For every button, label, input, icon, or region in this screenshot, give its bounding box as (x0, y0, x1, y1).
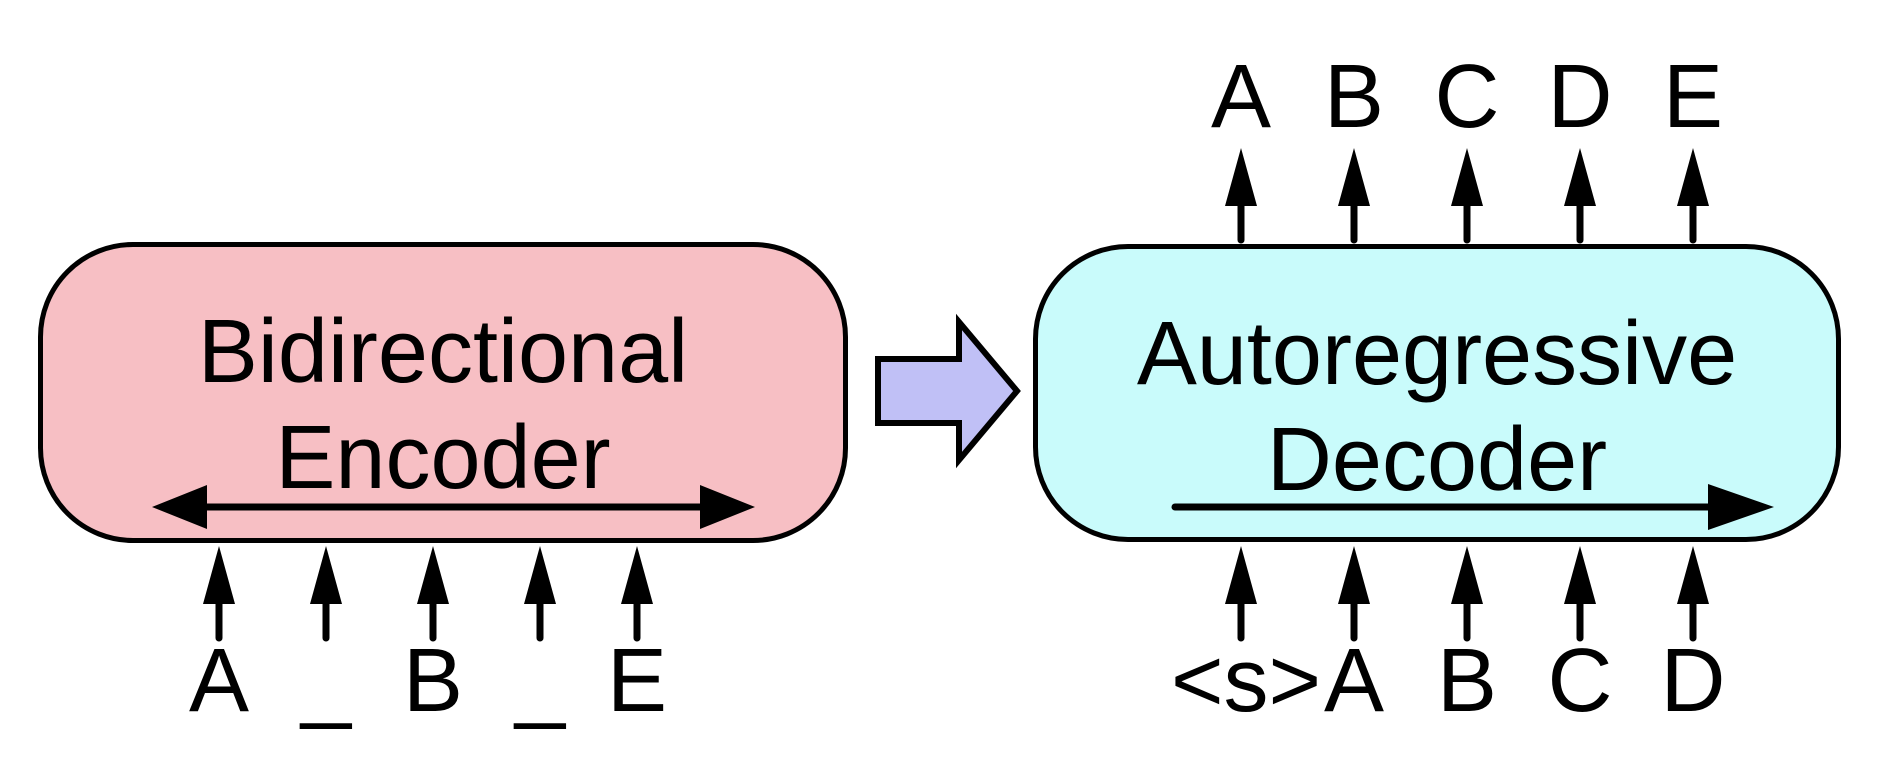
decoder-input-token: D (1660, 631, 1726, 731)
decoder-output-arrow-icon (1447, 148, 1487, 243)
encoder-input-token: B (402, 631, 464, 731)
decoder-input-token: B (1436, 631, 1498, 731)
encoder-input-token: E (606, 631, 668, 731)
encoder-input-token: _ (514, 631, 566, 731)
block-arrow-icon (875, 313, 1021, 469)
encoder-input-arrow-icon (520, 546, 560, 641)
decoder-output-arrow-icon (1221, 148, 1261, 243)
encoder-title: Bidirectional Encoder (43, 299, 843, 511)
decoder-output-arrow-icon (1334, 148, 1374, 243)
forward-arrow-icon (1171, 484, 1774, 530)
decoder-title-line2: Decoder (1266, 410, 1608, 510)
decoder-output-token: D (1547, 47, 1613, 147)
decoder-output-token: E (1662, 47, 1724, 147)
decoder-input-arrow-icon (1334, 546, 1374, 641)
decoder-input-arrow-icon (1673, 546, 1713, 641)
decoder-output-arrow-icon (1560, 148, 1600, 243)
decoder-input-arrow-icon (1447, 546, 1487, 641)
decoder-title: Autoregressive Decoder (1038, 301, 1836, 513)
decoder-input-token: A (1323, 631, 1385, 731)
decoder-box: Autoregressive Decoder (1033, 244, 1841, 542)
decoder-output-token: C (1434, 47, 1500, 147)
decoder-input-arrow-icon (1221, 546, 1261, 641)
encoder-input-token: _ (300, 631, 352, 731)
decoder-output-token: B (1323, 47, 1385, 147)
decoder-output-token: A (1210, 47, 1272, 147)
bidirectional-arrow-icon (152, 485, 755, 529)
decoder-input-token: C (1547, 631, 1613, 731)
encoder-input-arrow-icon (617, 546, 657, 641)
decoder-title-line1: Autoregressive (1136, 304, 1738, 404)
encoder-box: Bidirectional Encoder (38, 242, 848, 543)
encoder-input-arrow-icon (306, 546, 346, 641)
encoder-title-line1: Bidirectional (197, 302, 689, 402)
decoder-input-token: <s> (1171, 631, 1322, 731)
encoder-title-line2: Encoder (275, 408, 611, 508)
decoder-input-arrow-icon (1560, 546, 1600, 641)
encoder-input-token: A (188, 631, 250, 731)
encoder-input-arrow-icon (413, 546, 453, 641)
decoder-output-arrow-icon (1673, 148, 1713, 243)
encoder-input-arrow-icon (199, 546, 239, 641)
